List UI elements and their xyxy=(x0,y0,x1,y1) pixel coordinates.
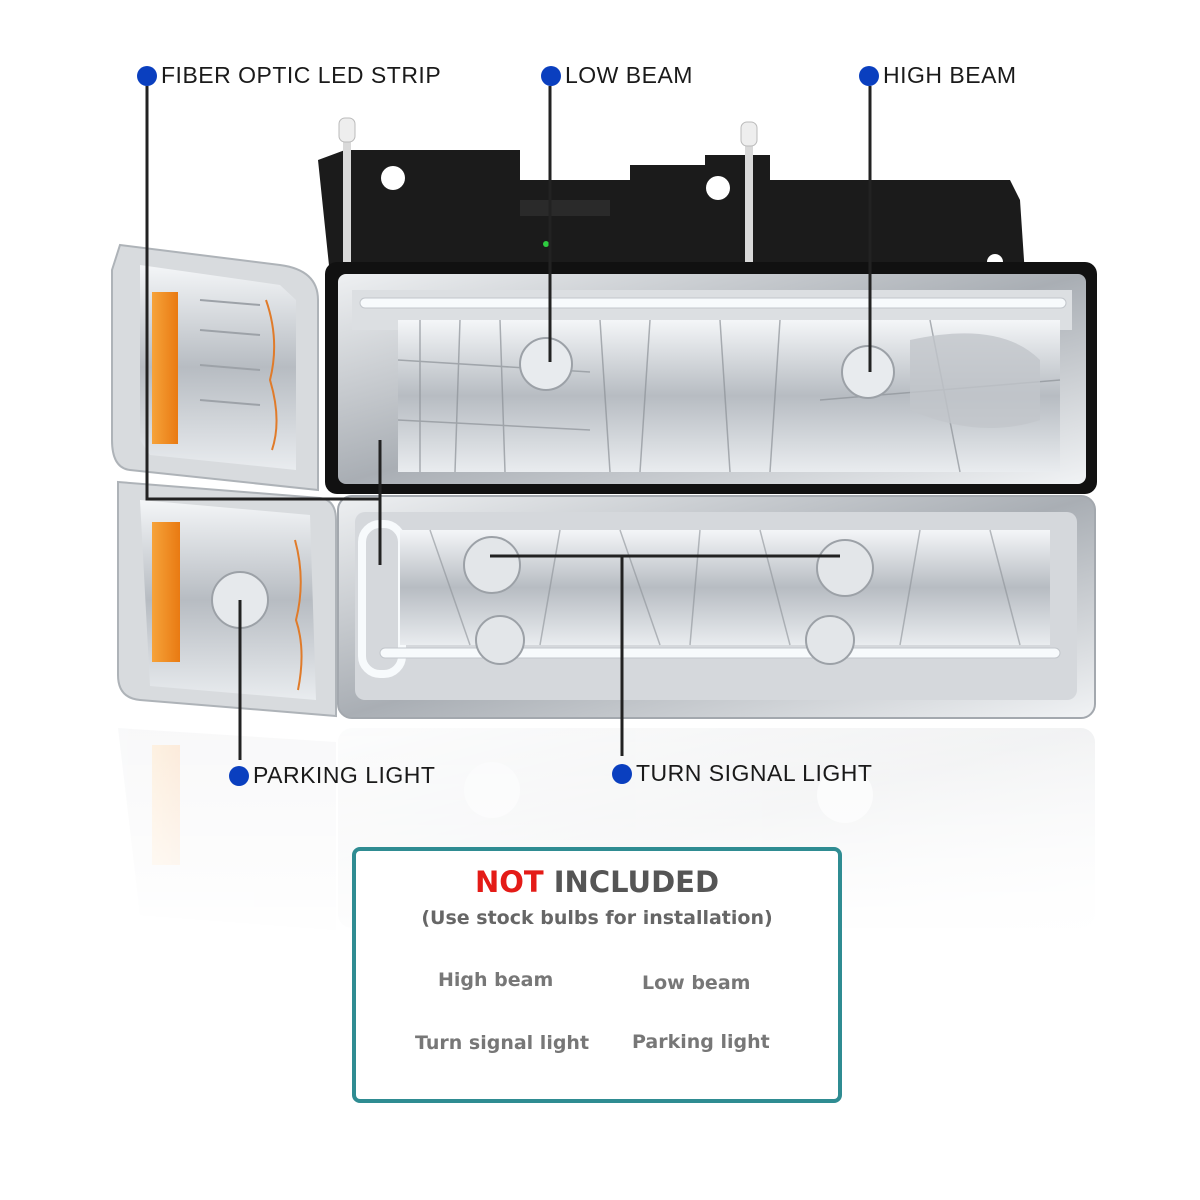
bullet-dot xyxy=(541,65,561,86)
bullet-dot xyxy=(229,765,249,786)
bullet-dot xyxy=(612,763,632,784)
bullet-dot xyxy=(137,65,157,86)
callout-parking-light: PARKING LIGHT xyxy=(229,762,435,789)
included-label: INCLUDED xyxy=(553,865,720,899)
leader-lines xyxy=(145,86,872,760)
callout-high-beam: HIGH BEAM xyxy=(859,62,1017,89)
mounting-bracket xyxy=(318,150,1025,275)
callout-label: FIBER OPTIC LED STRIP xyxy=(161,62,442,88)
bumper-lamp xyxy=(337,495,1096,719)
bulb-low-beam: Low beam xyxy=(642,972,751,994)
not-included-title: NOT INCLUDED xyxy=(356,865,838,899)
adjuster-bolts xyxy=(338,117,758,270)
callout-label: TURN SIGNAL LIGHT xyxy=(636,760,873,786)
callout-low-beam: LOW BEAM xyxy=(541,62,693,89)
not-label: NOT xyxy=(474,865,544,899)
not-included-subtitle: (Use stock bulbs for installation) xyxy=(421,907,773,929)
callout-label: PARKING LIGHT xyxy=(253,762,436,788)
callout-fiber-optic-led-strip: FIBER OPTIC LED STRIP xyxy=(137,62,441,89)
callout-label: LOW BEAM xyxy=(565,62,693,88)
callout-label: HIGH BEAM xyxy=(883,62,1017,88)
corner-lamp-upper xyxy=(111,243,319,492)
corner-lamp-lower xyxy=(117,480,337,718)
bulb-parking: Parking light xyxy=(632,1031,770,1053)
bulb-turn-signal: Turn signal light xyxy=(415,1032,590,1054)
callout-turn-signal-light: TURN SIGNAL LIGHT xyxy=(612,760,872,787)
not-included-box: NOT INCLUDED (Use stock bulbs for instal… xyxy=(352,847,842,1103)
leader-fiber-optic xyxy=(145,86,380,501)
bullet-dot xyxy=(859,65,879,86)
headlight-unit xyxy=(325,262,1097,494)
bulb-high-beam: High beam xyxy=(438,969,554,991)
